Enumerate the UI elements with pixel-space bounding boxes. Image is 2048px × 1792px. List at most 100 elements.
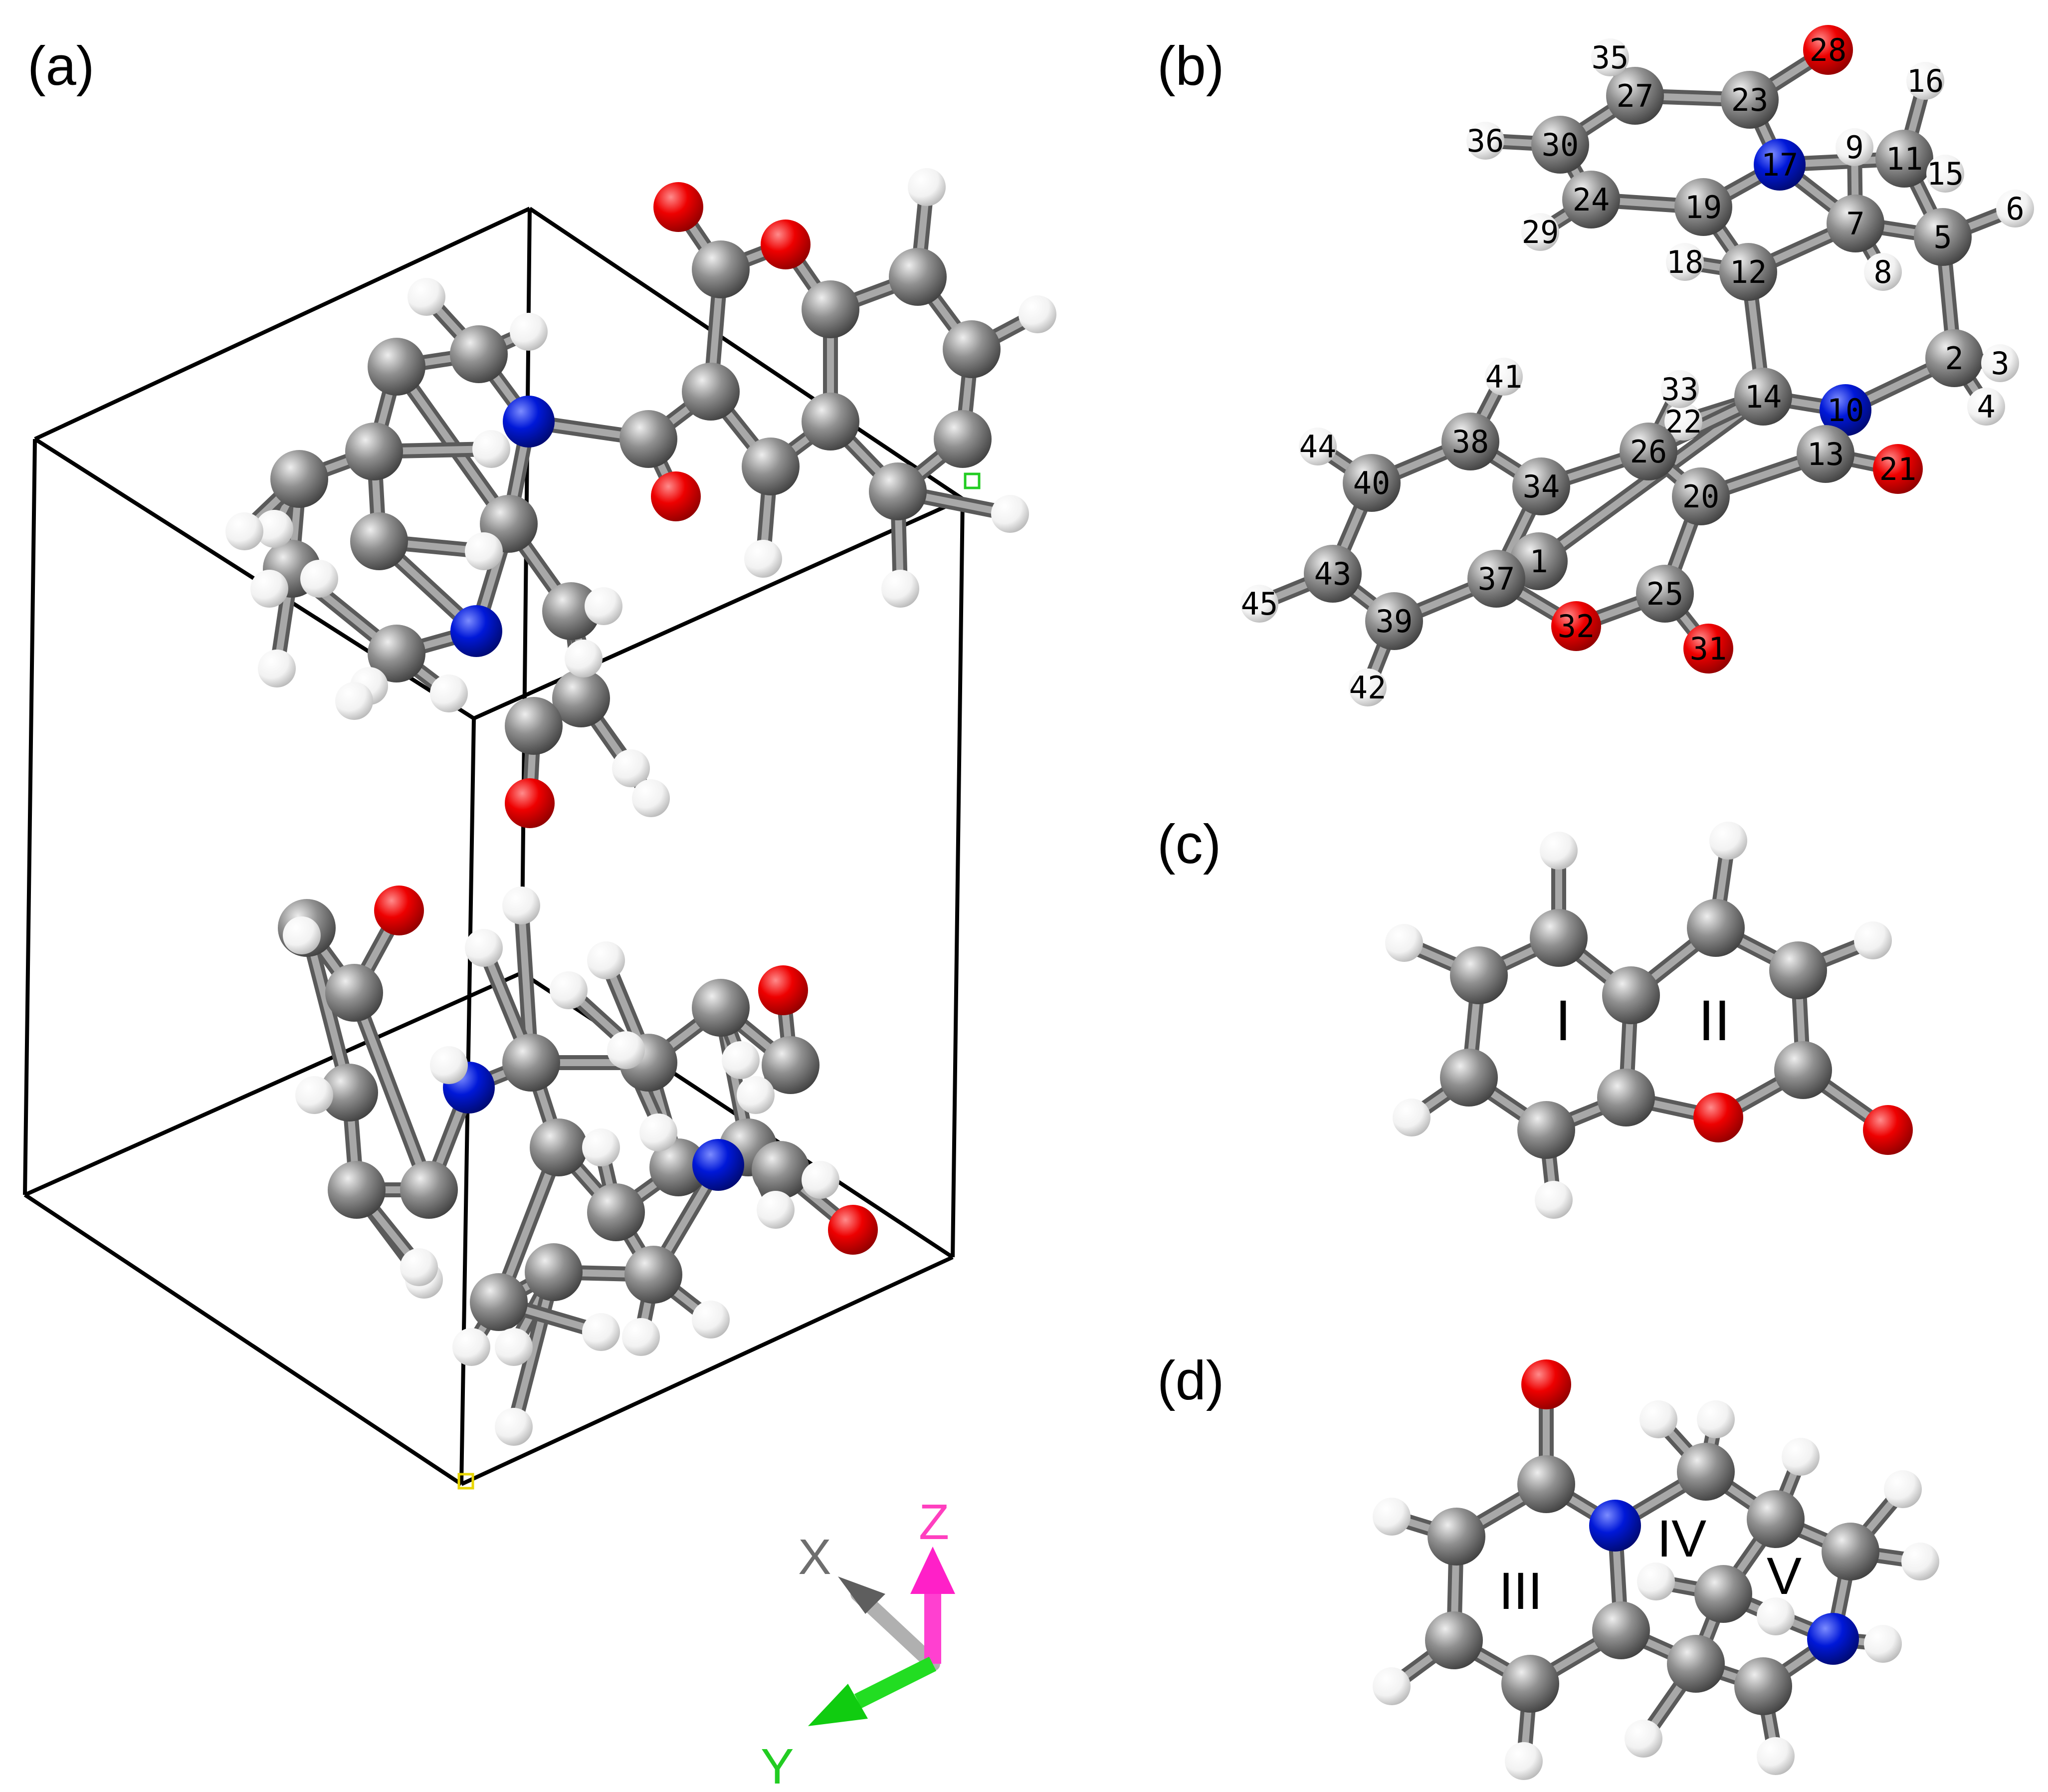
- carbon-atom: [752, 1141, 810, 1199]
- ring-label-III: III: [1499, 1562, 1543, 1620]
- panel-label-c: (c): [1157, 814, 1221, 875]
- hydrogen-atom: [1393, 1099, 1431, 1136]
- carbon-atom: [1719, 243, 1777, 301]
- hydrogen-atom: [582, 1128, 620, 1166]
- hydrogen-atom: [495, 1408, 533, 1446]
- atom-number-label: 19: [1685, 189, 1722, 225]
- hydrogen-atom: [1299, 428, 1337, 465]
- bond-highlight: [351, 989, 432, 1193]
- hydrogen-atom: [1385, 924, 1423, 962]
- carbon-atom: [325, 964, 383, 1022]
- hydrogen-atom: [255, 510, 293, 548]
- hydrogen-atom: [1782, 1438, 1820, 1476]
- atom-number-label: 4: [1977, 389, 1995, 425]
- carbon-atom: [692, 240, 750, 298]
- atom-number-label: 15: [1927, 156, 1964, 192]
- oxygen-atom: [1521, 1359, 1571, 1409]
- atom-number-label: 39: [1376, 603, 1413, 640]
- x-axis-arrow: [838, 1576, 885, 1614]
- carbon-atom: [1822, 1523, 1879, 1580]
- hydrogen-atom: [1996, 190, 2034, 227]
- nitrogen-atom: [1589, 1500, 1641, 1552]
- x-axis-label: X: [798, 1529, 831, 1585]
- hydrogen-atom: [1240, 585, 1278, 623]
- axis-triad: X Z Y: [761, 1494, 955, 1792]
- atom-number-label: 45: [1241, 586, 1278, 622]
- atom-number-label: 16: [1907, 63, 1944, 99]
- hydrogen-atom: [737, 1076, 775, 1114]
- nitrogen-atom: [450, 605, 502, 657]
- carbon-atom: [1769, 941, 1827, 999]
- atom-number-label: 31: [1690, 631, 1727, 667]
- atom-number-label: 43: [1314, 556, 1352, 592]
- carbon-atom: [345, 423, 403, 480]
- hydrogen-atom: [632, 779, 670, 817]
- carbon-atom: [530, 1119, 588, 1176]
- hydrogen-atom: [225, 512, 263, 550]
- carbon-atom: [649, 1138, 707, 1196]
- carbon-atom: [270, 450, 328, 508]
- carbon-atom: [1530, 909, 1588, 967]
- hydrogen-atom: [1664, 403, 1702, 441]
- carbon-atom: [1774, 1041, 1832, 1099]
- hydrogen-atom: [1019, 295, 1056, 333]
- hydrogen-atom: [1757, 1597, 1795, 1635]
- hydrogen-atom: [622, 1318, 660, 1356]
- cell-edge: [460, 1255, 954, 1486]
- oxygen-atom: [505, 778, 555, 828]
- nitrogen-atom: [1807, 1613, 1859, 1665]
- hydrogen-atom: [408, 278, 445, 316]
- cell-edge: [23, 439, 37, 1195]
- oxygen-atom: [1803, 25, 1853, 75]
- panel-label-b: (b): [1157, 35, 1224, 97]
- carbon-atom: [1925, 329, 1983, 387]
- carbon-atom: [1501, 1655, 1559, 1713]
- atom-number-label: 9: [1845, 129, 1863, 166]
- atom-number-label: 42: [1349, 670, 1387, 706]
- ring-label-I: I: [1555, 989, 1571, 1053]
- carbon-atom: [1512, 457, 1570, 515]
- hydrogen-atom: [502, 887, 540, 924]
- carbon-atom: [1343, 454, 1401, 512]
- carbon-atom: [1797, 425, 1854, 483]
- oxygen-atom: [1873, 444, 1923, 494]
- hydrogen-atom: [1591, 38, 1629, 76]
- nitrogen-atom: [692, 1139, 744, 1191]
- carbon-atom: [587, 1183, 645, 1241]
- atom-number-label: 30: [1542, 127, 1579, 163]
- carbon-atom: [934, 410, 992, 468]
- oxygen-atom: [653, 182, 703, 232]
- atom-number-label: 8: [1873, 254, 1892, 290]
- hydrogen-atom: [612, 749, 650, 787]
- hydrogen-atom: [1661, 370, 1699, 408]
- oxygen-atom: [758, 965, 808, 1015]
- carbon-atom: [1365, 592, 1423, 650]
- atom-number-label: 37: [1478, 561, 1515, 597]
- cell-edge: [23, 1193, 463, 1486]
- hydrogen-atom: [510, 313, 548, 351]
- oxygen-atom: [1551, 601, 1601, 651]
- y-axis-label: Y: [761, 1739, 794, 1792]
- hydrogen-atom: [430, 1046, 468, 1084]
- carbon-atom: [1636, 565, 1694, 623]
- atom-number-label: 35: [1592, 39, 1629, 76]
- hydrogen-atom: [1373, 1498, 1411, 1536]
- oxygen-atom: [1693, 1093, 1743, 1142]
- panel-label-d: (d): [1157, 1350, 1224, 1411]
- atom-number-label: 13: [1807, 436, 1844, 472]
- hydrogen-atom: [1466, 122, 1504, 160]
- hydrogen-atom: [991, 495, 1029, 533]
- oxygen-atom: [651, 471, 701, 521]
- atom-number-label: 5: [1933, 219, 1952, 255]
- carbon-atom: [619, 410, 677, 468]
- atom-number-label: 27: [1617, 78, 1654, 114]
- atom-number-label: 24: [1573, 182, 1610, 218]
- hydrogen-atom: [1637, 1563, 1675, 1600]
- cell-edge: [24, 971, 523, 1197]
- atom-number-label: 7: [1846, 206, 1864, 242]
- hydrogen-atom: [757, 1191, 795, 1229]
- hydrogen-atom: [1926, 155, 1964, 193]
- cell-marker: [964, 472, 981, 489]
